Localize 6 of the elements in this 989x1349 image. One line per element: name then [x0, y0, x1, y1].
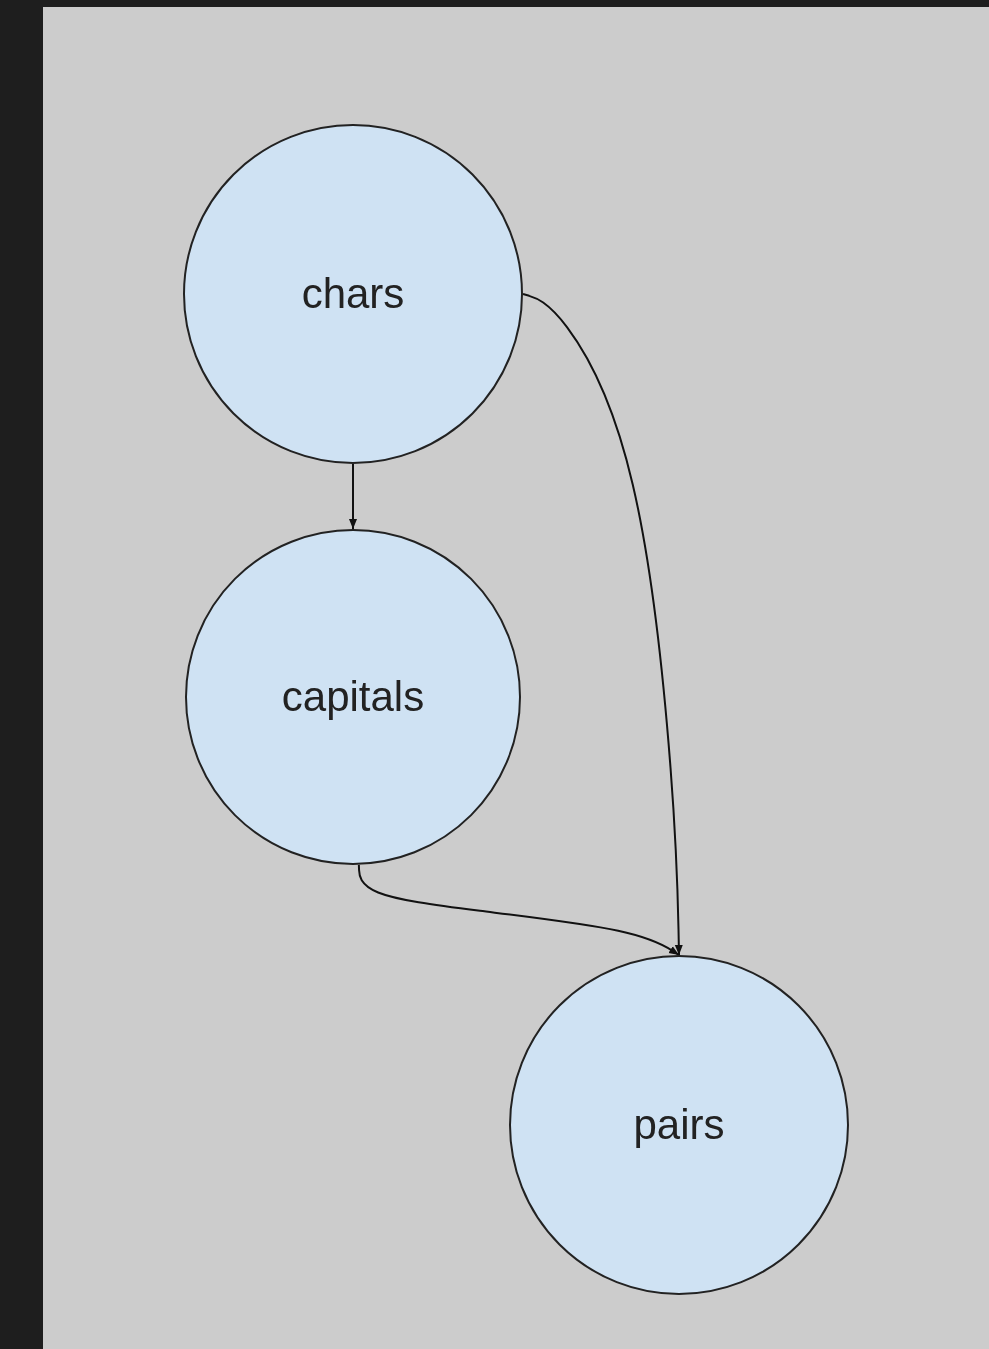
arrow: [522, 293, 683, 956]
arrow: [357, 863, 680, 956]
node-label: pairs: [633, 1101, 725, 1149]
arrow: [349, 463, 357, 530]
node-label: chars: [301, 270, 405, 318]
node-label: capitals: [281, 673, 425, 721]
